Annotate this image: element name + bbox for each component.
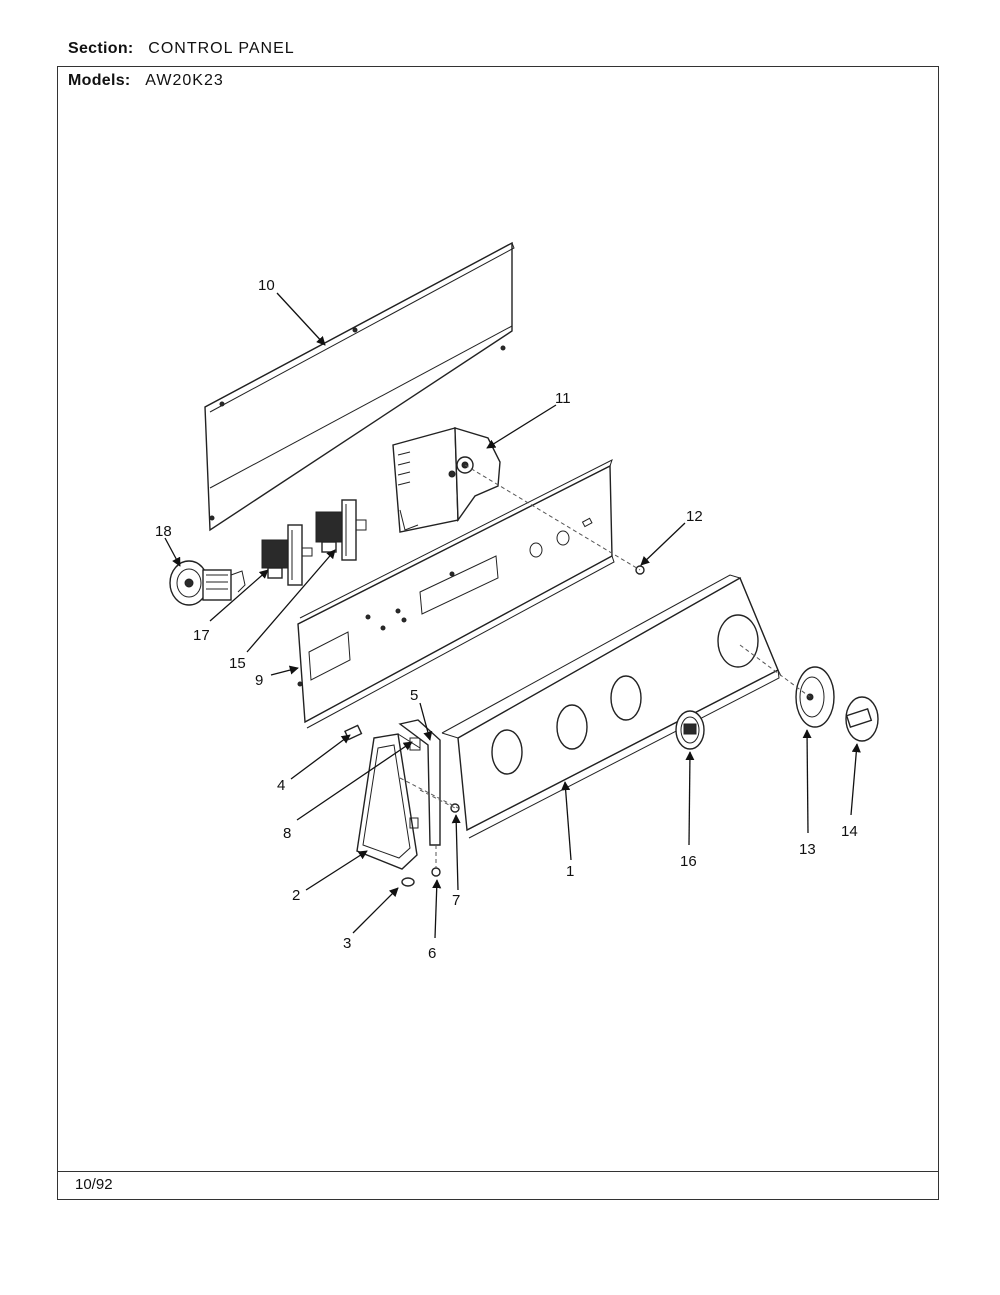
footer-divider (57, 1171, 939, 1172)
section-label: Section: (68, 40, 134, 57)
callout-7: 7 (452, 892, 460, 909)
callout-1: 1 (566, 863, 574, 880)
part-16-knob (675, 710, 705, 750)
callout-13: 13 (799, 841, 816, 858)
callout-12: 12 (686, 508, 703, 525)
section-heading: Section: CONTROL PANEL (68, 40, 295, 58)
callout-5: 5 (410, 687, 418, 704)
callout-18: 18 (155, 523, 172, 540)
callout-6: 6 (428, 945, 436, 962)
part-10-rear-panel (204, 241, 515, 532)
part-17-rotary-switch (261, 524, 313, 586)
part-9-console-panel (297, 459, 615, 729)
leader-lines (164, 292, 861, 939)
callout-17: 17 (193, 627, 210, 644)
part-18-switch (169, 560, 246, 606)
part-7-screw (450, 803, 460, 813)
footer-date: 10/92 (75, 1176, 113, 1193)
callout-14: 14 (841, 823, 858, 840)
part-2-end-cap (356, 733, 421, 870)
models-label: Models: (68, 72, 131, 89)
callout-labels: 10 11 12 18 17 15 9 5 4 8 2 3 6 7 1 16 1… (155, 277, 858, 962)
callout-10: 10 (258, 277, 275, 294)
callout-11: 11 (555, 390, 571, 407)
callout-9: 9 (255, 672, 263, 689)
part-6-screw (431, 867, 441, 877)
part-5-trim-strip (398, 719, 441, 846)
part-13-knob-bezel (795, 666, 835, 728)
part-3-clip (401, 877, 415, 887)
diagram-frame (57, 66, 939, 1200)
section-value: CONTROL PANEL (148, 40, 295, 57)
part-15-rotary-switch (315, 499, 367, 561)
callout-3: 3 (343, 935, 351, 952)
part-11-timer (392, 427, 501, 533)
models-value: AW20K23 (145, 72, 224, 89)
callout-2: 2 (292, 887, 300, 904)
callout-15: 15 (229, 655, 246, 672)
assembly-lines (399, 464, 811, 868)
models-heading: Models: AW20K23 (68, 72, 224, 90)
part-14-knob (845, 696, 879, 742)
callout-8: 8 (283, 825, 291, 842)
callout-4: 4 (277, 777, 285, 794)
callout-16: 16 (680, 853, 697, 870)
part-1-front-panel (441, 574, 782, 839)
